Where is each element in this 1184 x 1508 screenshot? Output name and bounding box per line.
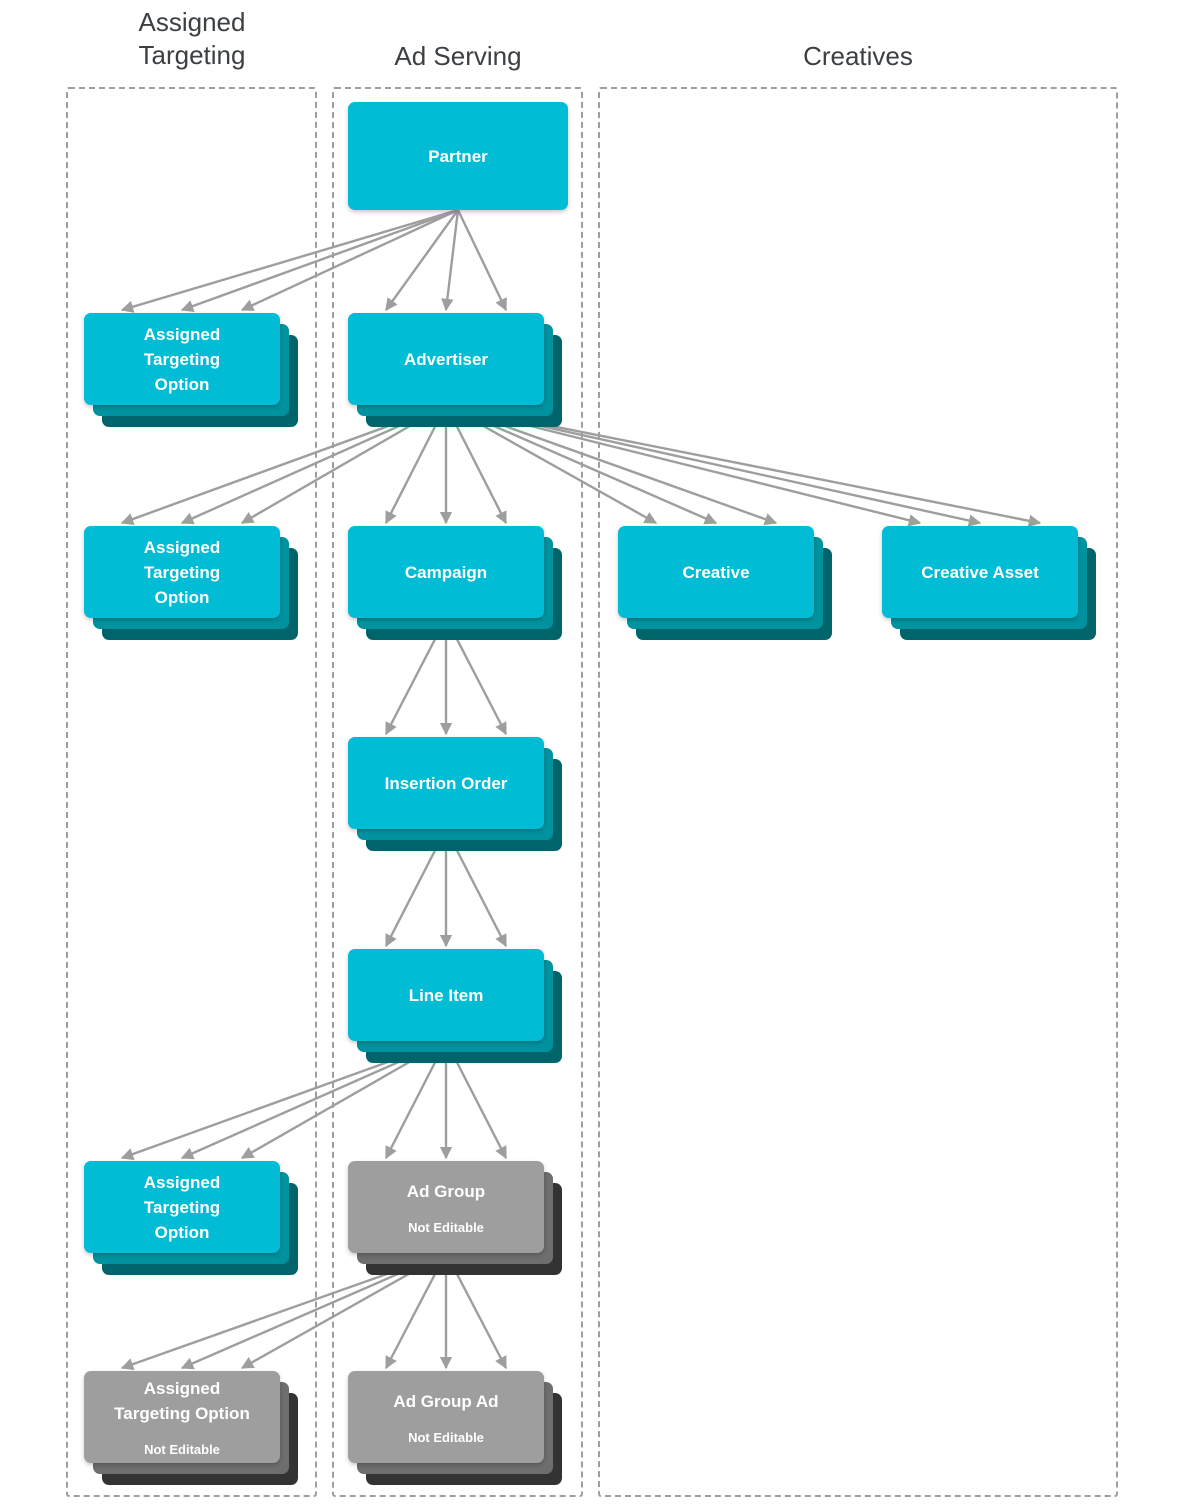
node-face: Line Item xyxy=(348,949,544,1041)
node-title: Advertiser xyxy=(403,349,489,369)
node-face: Assigned Targeting Option Not Editable xyxy=(84,1371,280,1463)
node-subtitle: Not Editable xyxy=(144,1442,220,1457)
node-title: Ad Group Ad xyxy=(393,1391,499,1411)
node-subtitle: Not Editable xyxy=(408,1219,484,1235)
node-line-item[interactable]: Line Item xyxy=(348,949,562,1063)
node-face: Insertion Order xyxy=(348,737,544,829)
node-assigned-targeting-option-partner[interactable]: Assigned Targeting Option xyxy=(84,313,298,427)
node-ad-group[interactable]: Ad Group Not Editable xyxy=(348,1161,562,1275)
node-title: Assigned Targeting Option xyxy=(143,324,221,394)
node-face: Creative xyxy=(618,526,814,618)
node-face: Assigned Targeting Option xyxy=(84,313,280,405)
node-partner[interactable]: Partner xyxy=(348,102,568,210)
node-assigned-targeting-option-advertiser[interactable]: Assigned Targeting Option xyxy=(84,526,298,640)
group-container-ad-serving xyxy=(332,87,583,1497)
node-title: Assigned Targeting Option xyxy=(114,1379,250,1423)
node-advertiser[interactable]: Advertiser xyxy=(348,313,562,427)
node-creative[interactable]: Creative xyxy=(618,526,832,640)
column-header-ad-serving: Ad Serving xyxy=(394,41,522,71)
node-ad-group-ad[interactable]: Ad Group Ad Not Editable xyxy=(348,1371,562,1485)
node-assigned-targeting-option-line-item[interactable]: Assigned Targeting Option xyxy=(84,1161,298,1275)
node-title: Creative xyxy=(682,562,750,582)
column-header-assigned-targeting: Assigned Targeting xyxy=(138,7,246,70)
column-header-creatives: Creatives xyxy=(803,41,913,71)
node-assigned-targeting-option-ad-group[interactable]: Assigned Targeting Option Not Editable xyxy=(84,1371,298,1485)
node-subtitle: Not Editable xyxy=(408,1429,484,1445)
node-face: Ad Group Not Editable xyxy=(348,1161,544,1253)
group-container-assigned-targeting xyxy=(66,87,317,1497)
node-title: Creative Asset xyxy=(921,562,1039,582)
node-title: Assigned Targeting Option xyxy=(143,537,221,607)
node-title: Ad Group xyxy=(406,1181,486,1201)
node-title: Partner xyxy=(428,146,488,166)
group-container-creatives xyxy=(598,87,1118,1497)
node-face: Assigned Targeting Option xyxy=(84,526,280,618)
node-campaign[interactable]: Campaign xyxy=(348,526,562,640)
node-face: Campaign xyxy=(348,526,544,618)
node-face: Assigned Targeting Option xyxy=(84,1161,280,1253)
node-face: Advertiser xyxy=(348,313,544,405)
node-insertion-order[interactable]: Insertion Order xyxy=(348,737,562,851)
node-title: Assigned Targeting Option xyxy=(143,1172,221,1242)
node-face: Partner xyxy=(348,102,568,210)
node-title: Insertion Order xyxy=(384,773,508,793)
node-title: Campaign xyxy=(404,562,488,582)
node-creative-asset[interactable]: Creative Asset xyxy=(882,526,1096,640)
node-title: Line Item xyxy=(408,985,484,1005)
node-face: Ad Group Ad Not Editable xyxy=(348,1371,544,1463)
node-face: Creative Asset xyxy=(882,526,1078,618)
